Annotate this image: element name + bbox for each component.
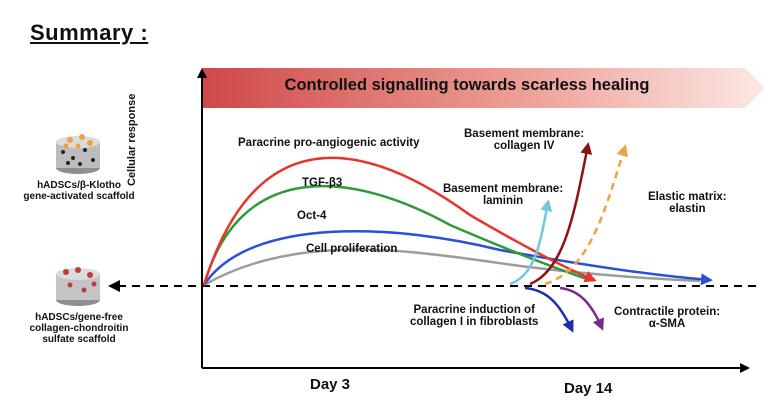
day3-label: Day 3: [310, 376, 351, 393]
arrow-collagen-i: [524, 286, 574, 333]
banner-text: Controlled signalling towards scarless h…: [284, 76, 650, 94]
scaffold-gene-free-line1: hADSCs/gene-free: [35, 312, 123, 323]
curve-cell-proliferation: [203, 248, 701, 287]
scaffold-klotho-label: hADSCs/β-Klotho gene-activated scaffold: [20, 180, 138, 202]
arrow-elastin: [544, 144, 628, 286]
baseline-arrowhead: [108, 280, 120, 292]
label-sma-line1: Contractile protein:: [614, 306, 721, 318]
y-axis-label: Cellular response: [126, 93, 138, 186]
arrow-collagen-iv: [529, 142, 593, 286]
label-sma: Contractile protein: α-SMA: [614, 306, 720, 330]
summary-title: Summary :: [30, 20, 149, 45]
label-collagen-iv-line2: collagen IV: [493, 140, 555, 152]
label-laminin: Basement membrane: laminin: [443, 183, 563, 207]
label-collagen-i-line2: collagen I in fibroblasts: [410, 316, 539, 328]
label-collagen-iv: Basement membrane: collagen IV: [464, 128, 584, 152]
label-collagen-iv-line1: Basement membrane:: [464, 128, 585, 140]
label-oct4: Oct-4: [297, 210, 327, 222]
scaffold-gene-free-line2: collagen-chondroitin: [29, 323, 129, 334]
scaffold-klotho-line1: hADSCs/β-Klotho: [37, 180, 121, 191]
banner-arrow: [202, 68, 765, 108]
curve-tgf-b3: [202, 184, 591, 286]
scaffold-klotho-icon: [56, 134, 100, 174]
label-laminin-line2: laminin: [482, 195, 524, 207]
label-cell-proliferation: Cell proliferation: [306, 243, 398, 255]
label-elastin-line1: Elastic matrix:: [648, 191, 727, 203]
label-sma-line2: α-SMA: [648, 318, 686, 330]
label-collagen-i-line1: Paracrine induction of: [413, 304, 535, 316]
arrow-sma: [559, 286, 604, 331]
curve-angiogenic: [202, 156, 597, 286]
curve-oct4: [202, 230, 713, 286]
scaffold-klotho-line2: gene-activated scaffold: [23, 191, 135, 202]
day14-label: Day 14: [564, 380, 613, 397]
arrow-laminin: [509, 199, 553, 286]
label-elastin: Elastic matrix: elastin: [648, 191, 727, 215]
scaffold-gene-free-label: hADSCs/gene-free collagen-chondroitin su…: [20, 312, 138, 345]
label-elastin-line2: elastin: [669, 203, 706, 215]
scaffold-gene-free-line3: sulfate scaffold: [42, 334, 116, 345]
label-angiogenic: Paracrine pro-angiogenic activity: [238, 137, 420, 149]
scaffold-gene-free-icon: [56, 267, 100, 306]
label-tgf-b3: TGF-β3: [302, 177, 343, 189]
label-collagen-i: Paracrine induction of collagen I in fib…: [410, 304, 538, 328]
label-laminin-line1: Basement membrane:: [443, 183, 564, 195]
